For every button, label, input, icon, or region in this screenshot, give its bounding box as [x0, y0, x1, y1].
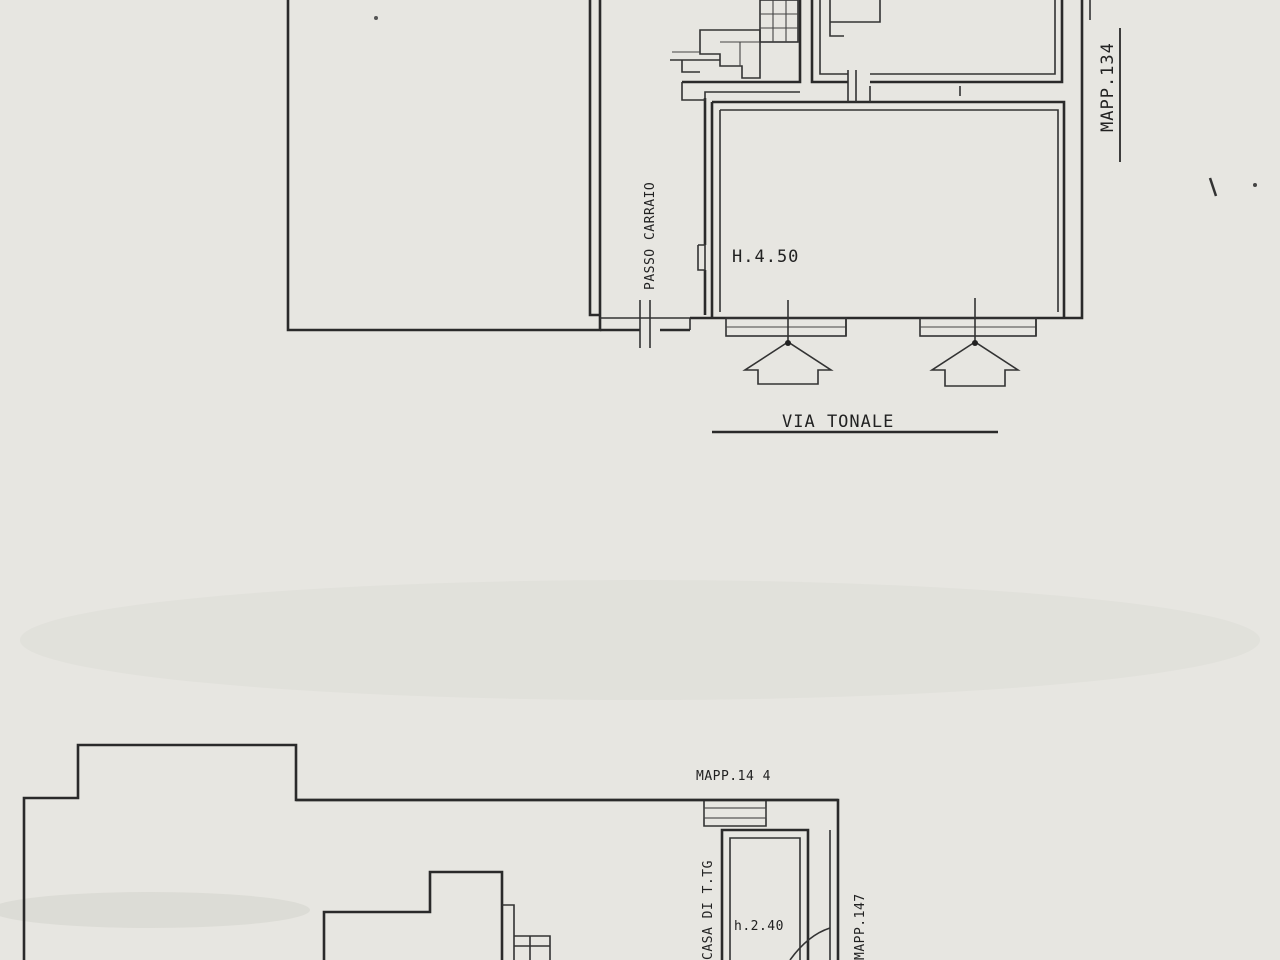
street-label: VIA TONALE [782, 412, 894, 432]
mapp-134-label: MAPP.134 [1098, 42, 1118, 132]
lower-top-window [703, 807, 767, 819]
outer-outline-left [286, 0, 602, 332]
passage-left-wall [588, 0, 600, 317]
rear-door-marks [847, 70, 961, 102]
lower-corridor [720, 828, 810, 960]
lower-plan: MAPP.14 4 h.2.40 CASA DI T.TG MAPP.147 [22, 743, 868, 960]
front-facade-inner [600, 317, 691, 330]
height-lower-label: h.2.40 [734, 919, 784, 934]
staircase [670, 0, 802, 101]
lower-inner-block [322, 870, 504, 960]
mapp-144-label: MAPP.14 4 [696, 769, 771, 784]
shop-windows [725, 298, 1037, 345]
rear-room-right-inner [819, 0, 1056, 75]
passage-door-jamb [697, 244, 706, 271]
rear-wc [829, 0, 881, 37]
mapp-147-label: MAPP.147 [853, 893, 868, 960]
shop-room [710, 100, 1066, 318]
door-swing-arc [789, 927, 831, 960]
entrance-arrow-left [742, 341, 834, 385]
pen-mark [1208, 177, 1218, 197]
shop-room-inner [719, 109, 1059, 312]
passo-carraio-label: PASSO CARRAIO [643, 182, 658, 290]
entrance-arrow-right [929, 341, 1021, 387]
lower-stair-marks [502, 904, 551, 960]
lower-corridor-inner [729, 837, 801, 960]
lower-vertical-label: CASA DI T.TG [701, 860, 716, 960]
upper-plan: PASSO CARRAIO H.4.50 VIA TONALE MAPP.134 [286, 0, 1121, 434]
height-ground-label: H.4.50 [732, 247, 799, 267]
rear-room-right [810, 0, 1064, 84]
